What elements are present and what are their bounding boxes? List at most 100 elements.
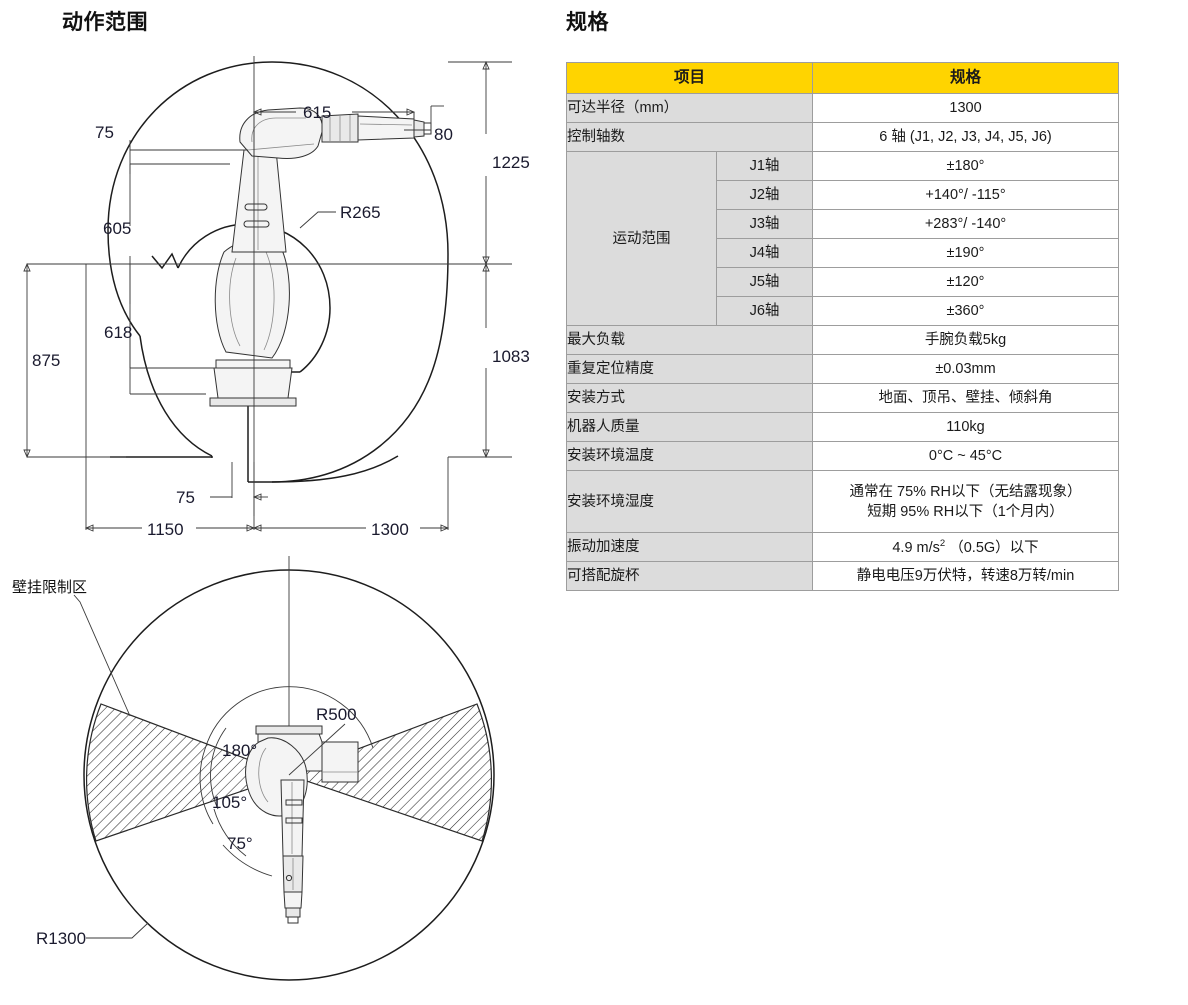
- label-restricted-zone: 壁挂限制区: [12, 579, 87, 596]
- restricted-zone-left: [86, 703, 291, 842]
- dimension-1150-1300: 1150 1300: [84, 264, 450, 539]
- table-row: 机器人质量 110kg: [565, 412, 1120, 442]
- row-label: 控制轴数: [565, 122, 814, 152]
- specification-table-container: 项目 规格 可达半径（mm） 1300 控制轴数 6 轴 (J1, J2, J3…: [565, 62, 1120, 591]
- page-title-specification: 规格: [566, 11, 609, 34]
- row-value: 通常在 75% RH以下（无结露现象） 短期 95% RH以下（1个月内）: [812, 470, 1120, 533]
- dimension-label-605: 605: [103, 219, 131, 238]
- arc-r500: [204, 686, 374, 750]
- dimension-label-1300: 1300: [371, 520, 409, 539]
- label-r1300: R1300: [36, 929, 86, 948]
- dimension-label-75-top: 75: [95, 123, 114, 142]
- table-row: J4轴 ±190°: [567, 238, 1120, 268]
- row-label: 安装环境湿度: [565, 470, 814, 533]
- dimension-label-1083: 1083: [492, 347, 530, 366]
- axis-label: J2轴: [715, 180, 814, 210]
- column-header-spec: 规格: [812, 62, 1120, 94]
- row-label: 最大负载: [565, 325, 814, 355]
- dimension-75-bottom: 75: [176, 462, 268, 507]
- row-value: 6 轴 (J1, J2, J3, J4, J5, J6): [812, 122, 1120, 152]
- angle-arc-105: [213, 808, 247, 857]
- restricted-zone-right: [287, 703, 492, 842]
- row-label: 重复定位精度: [565, 354, 814, 384]
- table-row: 重复定位精度 ±0.03mm: [565, 354, 1120, 384]
- row-label-motion-range: 运动范围: [566, 151, 717, 326]
- label-angle-180: 180°: [222, 741, 257, 760]
- row-value: 手腕负载5kg: [812, 325, 1120, 355]
- dimension-1083: 1083: [448, 262, 530, 459]
- table-row: 安装方式 地面、顶吊、壁挂、倾斜角: [565, 383, 1120, 413]
- row-value: 4.9 m/s2 （0.5G）以下: [812, 532, 1120, 562]
- dimension-label-618: 618: [104, 323, 132, 342]
- dimension-label-1150: 1150: [147, 520, 184, 539]
- leader-r1300: R1300: [36, 922, 149, 948]
- row-value: ±0.03mm: [812, 354, 1120, 384]
- axis-value: +283°/ -140°: [812, 209, 1120, 239]
- table-header-row: 项目 规格: [565, 62, 1120, 94]
- specification-table: 项目 规格 可达半径（mm） 1300 控制轴数 6 轴 (J1, J2, J3…: [565, 62, 1120, 591]
- dimension-875: 875: [23, 262, 126, 459]
- axis-value: +140°/ -115°: [812, 180, 1120, 210]
- angle-arc-75: [222, 844, 273, 877]
- table-row: 运动范围 J1轴 ±180°: [566, 151, 1120, 326]
- row-value-line1: 通常在 75% RH以下（无结露现象）: [849, 483, 1082, 500]
- dimension-label-r265: R265: [340, 203, 381, 222]
- row-value: 0°C ~ 45°C: [812, 441, 1120, 471]
- row-value: 地面、顶吊、壁挂、倾斜角: [812, 383, 1120, 413]
- row-label: 可搭配旋杯: [565, 561, 814, 591]
- row-value: 1300: [812, 93, 1120, 123]
- row-label: 机器人质量: [565, 412, 814, 442]
- table-row: 可搭配旋杯 静电电压9万伏特，转速8万转/min: [565, 561, 1120, 591]
- axis-label: J1轴: [715, 151, 814, 181]
- table-row: 最大负载 手腕负载5kg: [565, 325, 1120, 355]
- axis-label: J4轴: [715, 238, 814, 268]
- dimension-label-75-bottom: 75: [176, 488, 195, 507]
- dimension-label-615: 615: [303, 103, 331, 122]
- column-header-item: 项目: [565, 62, 814, 94]
- angle-arc-180: [210, 727, 227, 810]
- axis-label: J5轴: [715, 267, 814, 297]
- label-angle-105: 105°: [212, 793, 247, 812]
- row-label: 振动加速度: [565, 532, 814, 562]
- label-angle-75: 75°: [227, 834, 253, 853]
- dimension-label-80: 80: [434, 125, 453, 144]
- leader-restricted-zone: 壁挂限制区: [12, 579, 131, 717]
- table-row: 安装环境湿度 通常在 75% RH以下（无结露现象） 短期 95% RH以下（1…: [565, 470, 1120, 533]
- table-row: J2轴 +140°/ -115°: [567, 180, 1120, 210]
- row-value-superscript: 2: [939, 537, 946, 549]
- axis-label: J6轴: [715, 296, 814, 326]
- page-title-motion-range: 动作范围: [62, 11, 148, 34]
- side-view-drawing: 75 605 618: [0, 46, 560, 546]
- axis-value: ±190°: [812, 238, 1120, 268]
- table-row: 可达半径（mm） 1300: [565, 93, 1120, 123]
- row-label: 安装方式: [565, 383, 814, 413]
- robot-top-view: [245, 725, 359, 924]
- dimension-80: 80: [404, 105, 453, 144]
- row-value: 110kg: [812, 412, 1120, 442]
- row-value-suffix: （0.5G）以下: [945, 539, 1039, 556]
- table-row: 安装环境温度 0°C ~ 45°C: [565, 441, 1120, 471]
- table-row: 振动加速度 4.9 m/s2 （0.5G）以下: [565, 532, 1120, 562]
- dimension-1225: 1225: [448, 60, 530, 266]
- work-envelope-outline: [107, 61, 449, 483]
- robot-arm-side-view: [209, 107, 432, 407]
- dimension-label-1225: 1225: [492, 153, 530, 172]
- leader-r500: R500: [288, 705, 357, 776]
- dimension-75-top: 75: [95, 123, 248, 174]
- label-r500: R500: [316, 705, 357, 724]
- axis-label: J3轴: [715, 209, 814, 239]
- leader-r265: R265: [299, 203, 381, 229]
- axis-value: ±360°: [812, 296, 1120, 326]
- row-label: 安装环境温度: [565, 441, 814, 471]
- row-value: 静电电压9万伏特，转速8万转/min: [812, 561, 1120, 591]
- table-row: J3轴 +283°/ -140°: [567, 209, 1120, 239]
- dimension-label-875: 875: [32, 351, 60, 370]
- row-value-line2: 短期 95% RH以下（1个月内）: [867, 503, 1064, 520]
- axis-value: ±180°: [812, 151, 1120, 181]
- row-value-prefix: 4.9 m/s: [892, 539, 940, 556]
- axis-value: ±120°: [812, 267, 1120, 297]
- row-label: 可达半径（mm）: [565, 93, 814, 123]
- dimension-618: 618: [104, 263, 206, 395]
- table-row: 控制轴数 6 轴 (J1, J2, J3, J4, J5, J6): [565, 122, 1120, 152]
- top-view-drawing: 壁挂限制区 R500 R1300 180° 105° 75°: [0, 556, 560, 1005]
